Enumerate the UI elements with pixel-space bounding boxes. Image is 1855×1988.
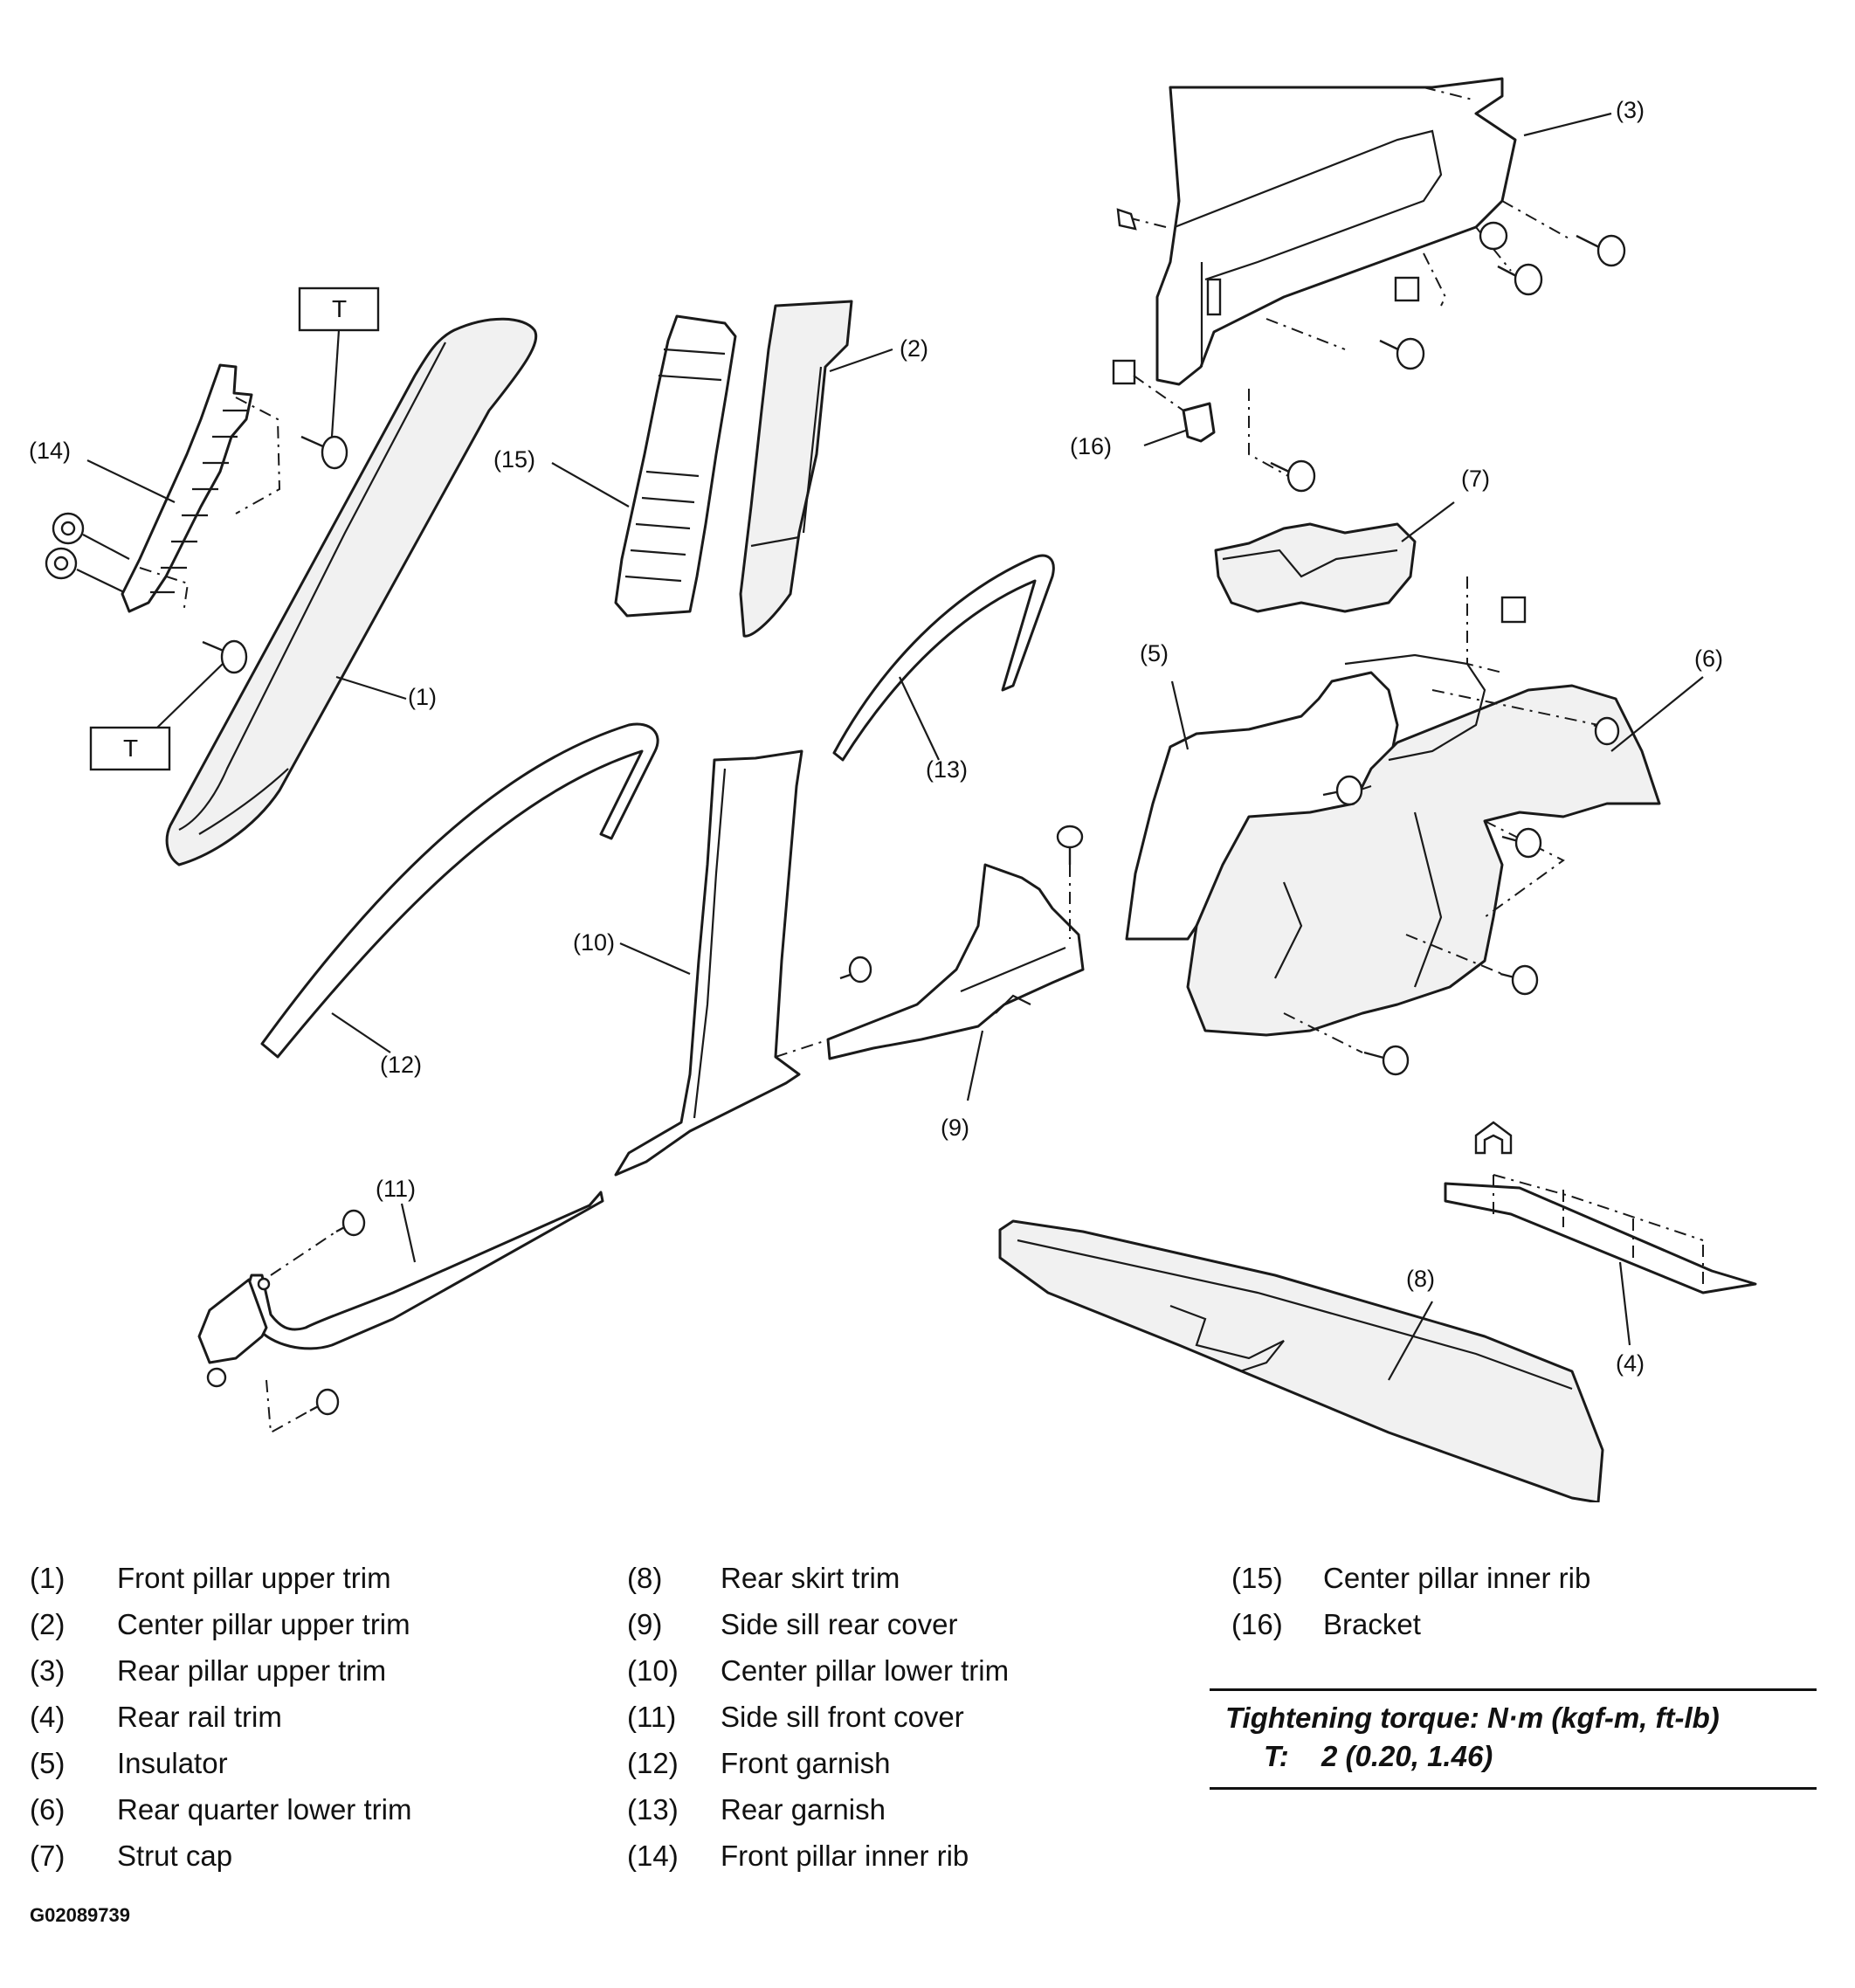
center-pillar-upper-trim: [739, 300, 853, 638]
front-garnish: [260, 722, 659, 1059]
torque-marker-lower: T: [89, 663, 224, 771]
legend-column-3: (15)Center pillar inner rib (16)Bracket: [1231, 1555, 1590, 1647]
legend-item: (9)Side sill rear cover: [627, 1607, 958, 1640]
callout-6: (6): [1694, 645, 1723, 672]
legend-item: (4)Rear rail trim: [30, 1700, 282, 1733]
torque-marker-upper: T: [298, 286, 380, 438]
rear-rail-trim: [1444, 1121, 1757, 1294]
svg-text:T: T: [332, 295, 347, 322]
torque-symbol: T:: [1264, 1740, 1289, 1772]
callout-5: (5): [1140, 640, 1169, 666]
callout-1: (1): [408, 684, 437, 710]
front-pillar-inner-rib: [121, 363, 281, 614]
bolt-fastener-set-1: [45, 435, 348, 674]
torque-value-row: T: 2 (0.20, 1.46): [1210, 1736, 1817, 1787]
legend-item: (15)Center pillar inner rib: [1231, 1561, 1591, 1594]
legend-item: (1)Front pillar upper trim: [30, 1561, 391, 1594]
legend-item: (7)Strut cap: [30, 1839, 233, 1872]
exploded-parts-diagram: T T: [29, 77, 1757, 1502]
legend-column-1: (1)Front pillar upper trim (2)Center pil…: [30, 1555, 411, 1879]
leader-lines: [86, 112, 1704, 1381]
front-pillar-upper-trim: [165, 317, 538, 866]
side-sill-front-cover: [197, 1191, 604, 1434]
strut-cap: [1214, 522, 1417, 613]
parts-legend: (1)Front pillar upper trim (2)Center pil…: [0, 1555, 1855, 1872]
torque-value: 2 (0.20, 1.46): [1321, 1740, 1493, 1772]
callout-10: (10): [573, 929, 615, 956]
rear-garnish: [832, 554, 1055, 762]
clips-and-screws-rear-pillar: [1116, 208, 1626, 493]
rear-quarter-lower-trim: [1186, 576, 1661, 1076]
svg-text:T: T: [123, 735, 138, 762]
callout-7: (7): [1461, 466, 1490, 492]
legend-item: (6)Rear quarter lower trim: [30, 1792, 412, 1826]
torque-title: Tightening torque: N·m (kgf-m, ft-lb): [1225, 1702, 1720, 1734]
callout-12: (12): [380, 1052, 422, 1078]
callout-11: (11): [376, 1176, 416, 1202]
legend-item: (3)Rear pillar upper trim: [30, 1653, 387, 1687]
callout-2: (2): [900, 335, 928, 362]
center-pillar-inner-rib: [614, 314, 737, 618]
legend-column-2: (8)Rear skirt trim (9)Side sill rear cov…: [627, 1555, 1009, 1879]
callout-15: (15): [493, 446, 535, 473]
rear-pillar-upper-trim: [1130, 77, 1573, 477]
legend-item: (12)Front garnish: [627, 1746, 891, 1779]
center-pillar-lower-trim: [614, 749, 844, 1177]
callout-labels: (3) (2) (15) (14) (16) (7) (5) (6) (1) (…: [29, 97, 1723, 1377]
bracket: [1112, 359, 1216, 443]
divider: [1210, 1787, 1817, 1790]
screw-center-pillar: [839, 956, 872, 984]
legend-item: (13)Rear garnish: [627, 1792, 886, 1826]
rear-skirt-trim: [998, 1219, 1604, 1502]
callout-3: (3): [1616, 97, 1645, 123]
figure-id: G02089739: [30, 1904, 130, 1926]
side-sill-rear-cover: [826, 825, 1085, 1060]
callout-9: (9): [941, 1115, 969, 1141]
legend-item: (5)Insulator: [30, 1746, 228, 1779]
legend-item: (8)Rear skirt trim: [627, 1561, 900, 1594]
legend-item: (14)Front pillar inner rib: [627, 1839, 969, 1872]
tightening-torque-box: Tightening torque: N·m (kgf-m, ft-lb) T:…: [1210, 1688, 1817, 1790]
callout-16: (16): [1070, 433, 1112, 459]
legend-item: (2)Center pillar upper trim: [30, 1607, 410, 1640]
legend-item: (16)Bracket: [1231, 1607, 1421, 1640]
legend-item: (11)Side sill front cover: [627, 1700, 964, 1733]
callout-8: (8): [1406, 1266, 1435, 1292]
divider: [1210, 1688, 1817, 1691]
callout-4: (4): [1616, 1350, 1645, 1377]
callout-13: (13): [926, 756, 968, 783]
callout-14: (14): [29, 438, 71, 464]
legend-item: (10)Center pillar lower trim: [627, 1653, 1010, 1687]
